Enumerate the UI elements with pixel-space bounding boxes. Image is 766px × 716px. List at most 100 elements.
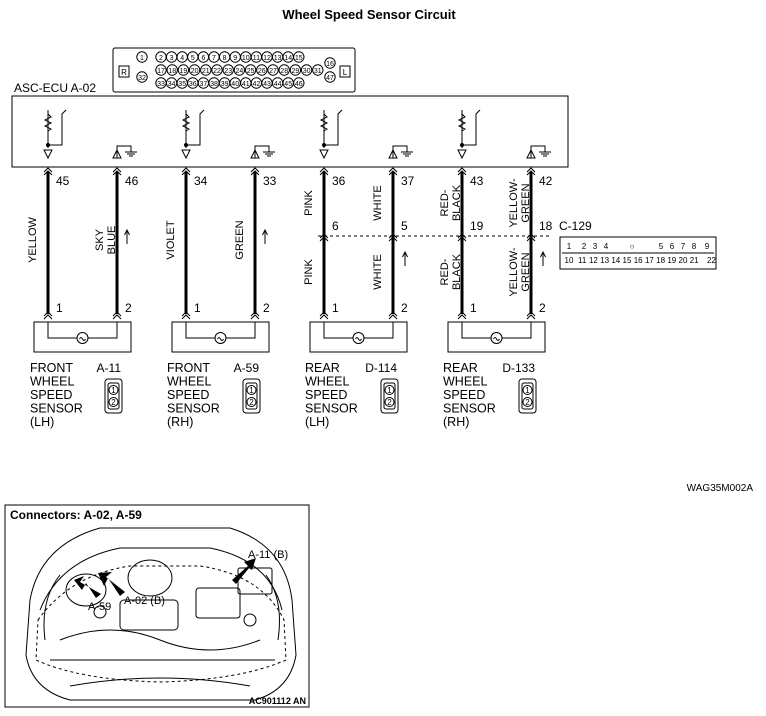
ecu-pin-number: 1	[140, 55, 144, 62]
c129-pin-number: 2	[582, 242, 587, 251]
pin-chevron	[526, 167, 536, 176]
ecu-pin-circle	[233, 64, 246, 76]
pin-chevron	[181, 311, 191, 320]
sensor-pin-label: 1	[470, 301, 477, 315]
c129-pin-number: 16	[634, 256, 643, 265]
sensor-connector-label: A-59	[234, 361, 260, 375]
sensor-coil-wave	[217, 337, 224, 341]
pin-chevron	[526, 233, 536, 242]
ecu-pin-number: 28	[280, 68, 288, 75]
ecu-pin-number: 25	[247, 68, 255, 75]
ecu-pin-label: 33	[263, 174, 277, 188]
wire-color-label: RED-BLACK	[439, 184, 463, 221]
sensor-coil-wave	[79, 337, 86, 341]
sensor-connector-pin-number: 1	[525, 386, 530, 395]
ecu-pin-circle	[293, 77, 305, 89]
sensor-connector-pin	[246, 397, 257, 407]
c129-pin-number: 1	[567, 242, 572, 251]
wire-color-label: YELLOW-GREEN	[508, 247, 532, 297]
pin-chevron	[112, 311, 122, 320]
sensor-name-line: SPEED	[167, 388, 209, 402]
resistor-symbol	[181, 113, 191, 132]
sensor-name-line: WHEEL	[167, 375, 212, 389]
sensor-connector-pin-number: 1	[249, 386, 254, 395]
ecu-pin-number: 37	[200, 81, 208, 88]
ecu-pin-circle	[155, 64, 167, 76]
ecu-pin-number: 12	[263, 55, 271, 62]
intermediate-pin-label: 19	[470, 219, 484, 233]
sensor-connector-pin-number: 1	[387, 386, 392, 395]
ecu-connector-left-mark: L	[343, 68, 348, 77]
sensor-pin-label: 2	[401, 301, 408, 315]
output-triangle	[112, 148, 122, 159]
wire-color-label: YELLOW	[27, 216, 39, 262]
ecu-pin-number: 22	[213, 68, 221, 75]
ecu-pin-number: 2	[159, 55, 163, 62]
connectors-view-frame	[4, 504, 310, 708]
pin-chevron	[319, 311, 329, 320]
intermediate-pin-label: 5	[401, 219, 408, 233]
sensor-connector-label: D-114	[365, 361, 397, 375]
ecu-pin-circle	[211, 64, 223, 76]
sensor-name-line: SENSOR	[305, 402, 358, 416]
ecu-connector-right-mark: R	[121, 68, 127, 77]
connectors-view-figure-code: AC901112 AN	[249, 696, 306, 706]
pin-chevron	[250, 311, 260, 320]
pin-chevron	[43, 311, 53, 320]
sensor-coil-wave	[355, 337, 362, 341]
wire-color-label: RED-BLACK	[439, 253, 463, 290]
c129-pin-number: 22	[707, 256, 716, 265]
ecu-pin-label: 43	[470, 174, 484, 188]
ecu-pin-number: 16	[326, 61, 334, 68]
c129-pin-number: 14	[611, 256, 620, 265]
wire-color-label: WHITE	[372, 185, 384, 220]
sensor-coil-symbol	[352, 332, 365, 344]
pin-chevron	[526, 311, 536, 320]
sensor-connector-pin	[384, 397, 395, 407]
sensor-name-line: WHEEL	[443, 375, 488, 389]
pin-chevron	[319, 233, 329, 242]
resistor-symbol	[43, 113, 53, 132]
ecu-pin-circle	[188, 64, 201, 76]
ecu-pin-number: 27	[269, 68, 277, 75]
callout-arrows	[74, 558, 256, 598]
ecu-pin-number: 14	[284, 55, 292, 62]
ecu-pin-number: 30	[303, 68, 311, 75]
ecu-pin-circle	[222, 64, 234, 76]
ecu-pin-label: 46	[125, 174, 139, 188]
callout-a11: A-11 (B)	[248, 549, 288, 561]
ecu-trace	[462, 109, 481, 146]
ecu-pin-number: 3	[170, 55, 174, 62]
ecu-trace	[530, 145, 546, 158]
callout-a59: A-59	[88, 601, 111, 613]
c129-pin-number: 19	[667, 256, 676, 265]
sensor-name-line: WHEEL	[30, 375, 75, 389]
output-triangle	[250, 148, 260, 159]
diagram-title: Wheel Speed Sensor Circuit	[282, 7, 456, 22]
c129-pin-number: 3	[593, 242, 598, 251]
c129-pin-number: 12	[589, 256, 598, 265]
sensor-connector-pin-number: 2	[249, 398, 254, 407]
ecu-pin-circle	[324, 57, 336, 69]
pin-chevron	[457, 167, 467, 176]
ecu-box	[11, 95, 569, 168]
sensor-name-line: SPEED	[443, 388, 485, 402]
c129-pin-number: 13	[600, 256, 609, 265]
ecu-pin-circle	[324, 71, 336, 83]
wire-color-label: GREEN	[234, 220, 246, 259]
sensor-connector-pin-number: 2	[525, 398, 530, 407]
sensor-connector-pin	[246, 385, 257, 395]
ecu-pin-circle	[177, 64, 190, 76]
ecu-pin-circle	[166, 64, 178, 76]
ecu-pin-number: 10	[242, 55, 250, 62]
ecu-pin-number: 45	[284, 81, 292, 88]
ground-symbol	[539, 151, 551, 157]
intermediate-pin-label: 6	[332, 219, 339, 233]
c129-pin-number: 15	[623, 256, 632, 265]
callout-a02: A-02 (B)	[124, 595, 165, 607]
c129-pin-number: 6	[670, 242, 675, 251]
sensor-name-line: SENSOR	[443, 402, 496, 416]
c129-pin-number: 8	[692, 242, 697, 251]
